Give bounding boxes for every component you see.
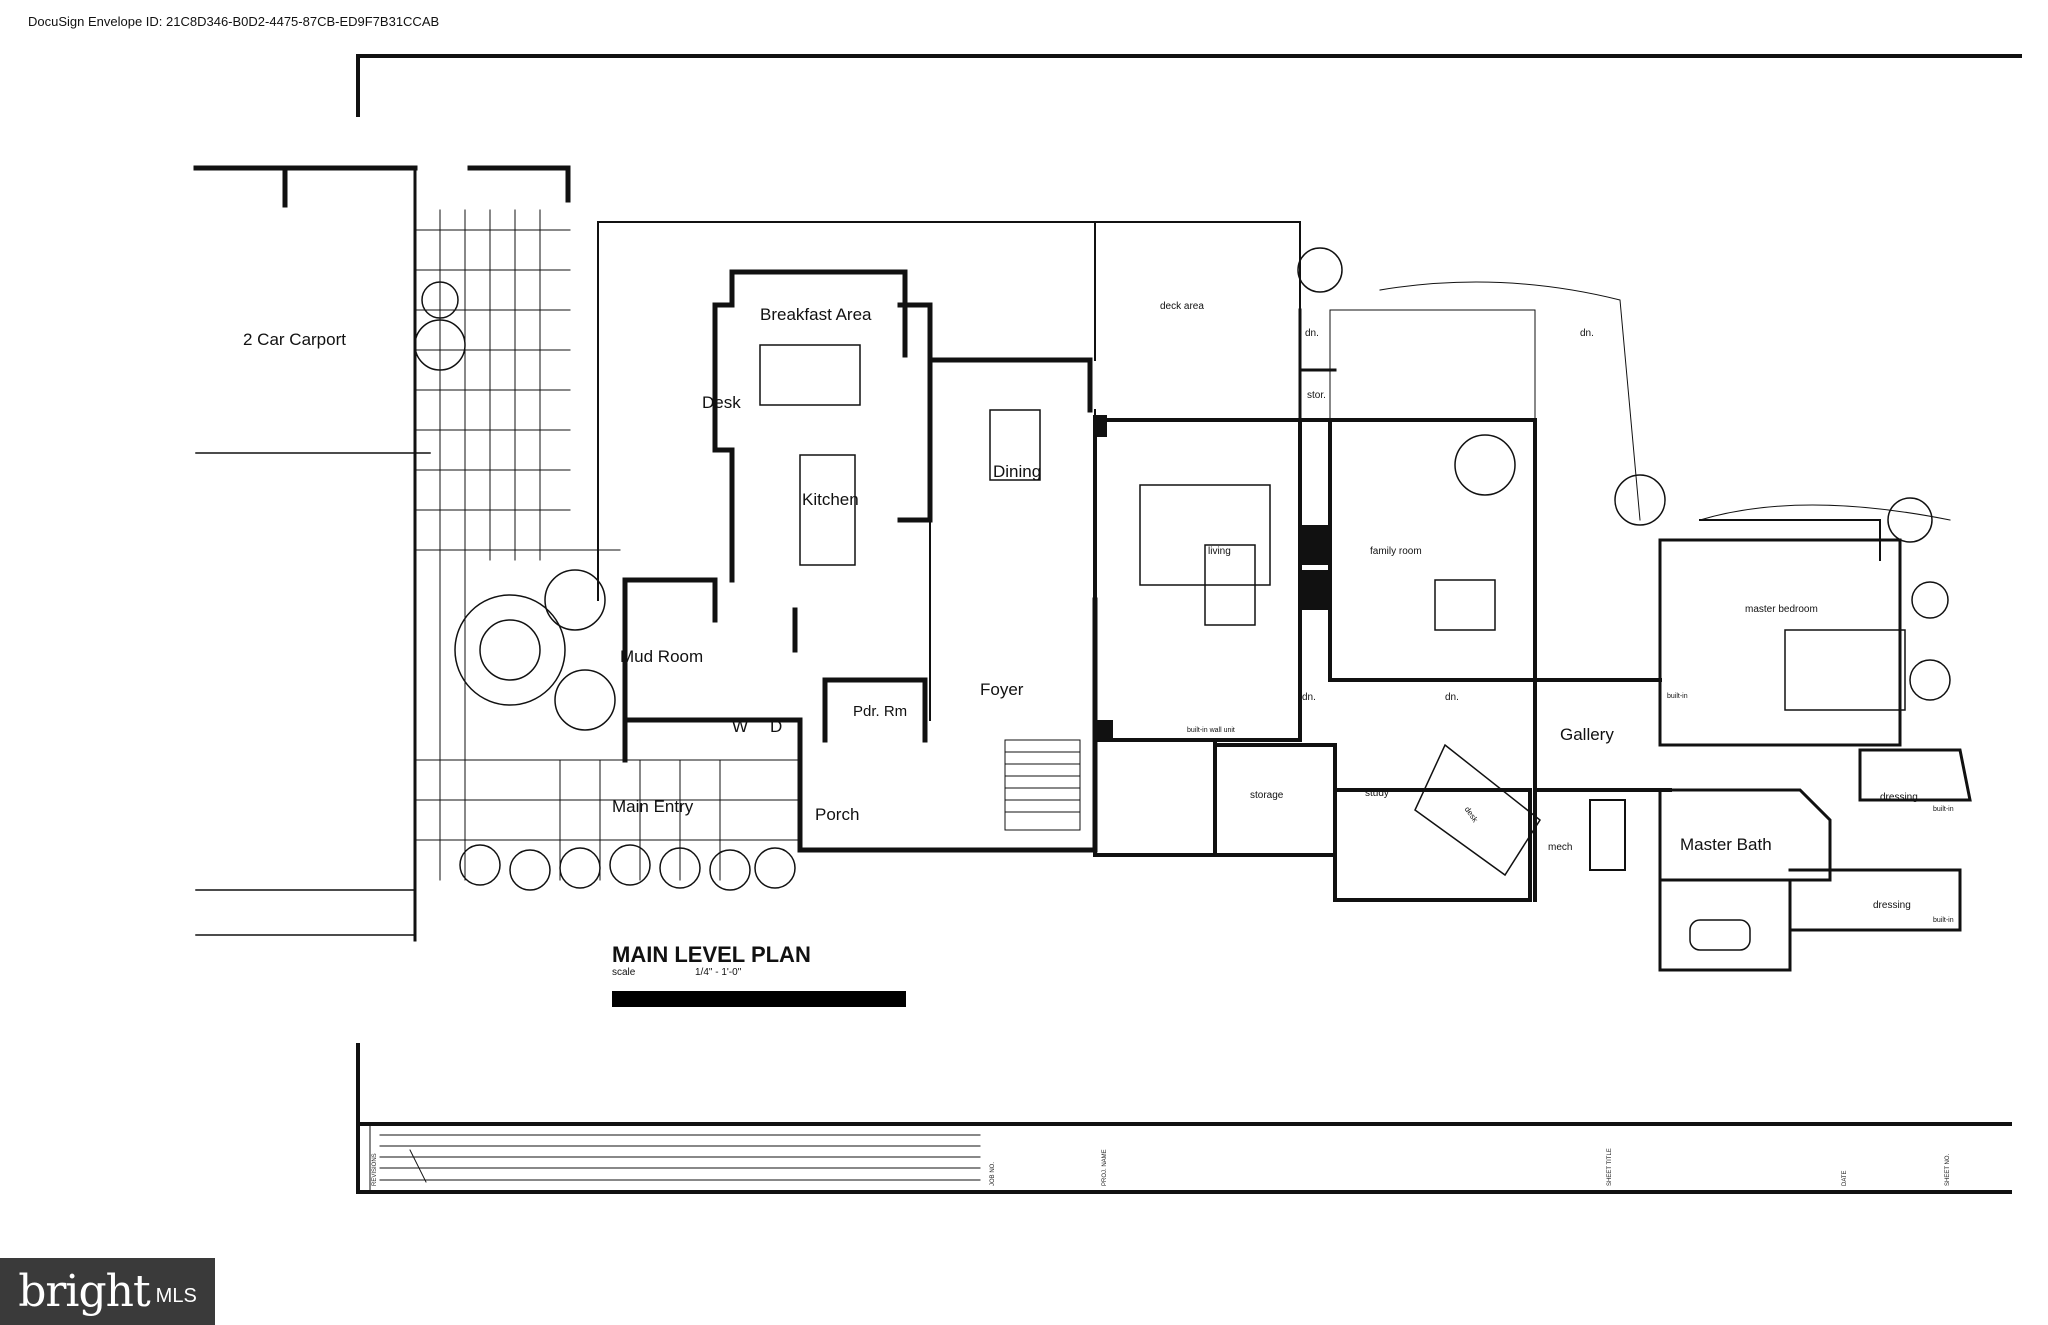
revision-lines [379,1134,981,1181]
title-block-job-no: JOB NO. [990,1161,996,1186]
patio-grid [414,209,801,881]
room-label-study: study [1365,788,1389,799]
carport-walls [193,165,571,208]
study-desk [1414,743,1541,877]
room-label-porch: Porch [815,805,860,824]
study-walls [1213,743,1532,902]
room-label-desk: Desk [702,393,741,412]
room-label-foyer: Foyer [980,680,1024,699]
room-label-master-bedroom: master bedroom [1745,604,1818,615]
powder-walls [792,607,928,743]
master-bedroom-walls [1658,538,1902,747]
chimney [1093,415,1330,740]
room-label-built-in-wall-unit: built-in wall unit [1187,727,1235,734]
deck-outline [1094,221,1301,421]
room-label-main-entry: Main Entry [612,797,694,816]
mls-label: MLS [155,1285,197,1307]
room-label-built-in-1: built-in [1667,693,1688,700]
bright-logo: bright [18,1266,150,1317]
room-label-built-in-2: built-in [1933,806,1954,813]
room-label-living: living [1208,546,1231,557]
mudroom-walls [622,577,803,763]
title-block-sheet-title: SHEET TITLE [1607,1148,1613,1186]
plan-title: MAIN LEVEL PLAN [612,942,811,967]
envelope-id: DocuSign Envelope ID: 21C8D346-B0D2-4475… [28,14,440,29]
dressing-1 [1858,748,1972,802]
redaction-bar [612,991,906,1007]
room-label-washer: W [732,717,749,736]
room-label-dn-1: dn. [1305,328,1319,339]
room-label-breakfast: Breakfast Area [760,305,872,324]
breakfast-walls [712,269,908,583]
room-label-dining: Dining [993,462,1042,481]
room-label-built-in-3: built-in [1933,917,1954,924]
title-block-proj-name: PROJ. NAME [1102,1149,1108,1186]
room-label-dryer: D [770,717,783,736]
title-block-date: DATE [1842,1170,1848,1186]
gallery-walls [1533,678,1672,902]
room-label-powder: Pdr. Rm [853,703,908,720]
dressing-2 [1788,868,1962,932]
room-label-dressing-2: dressing [1873,900,1911,911]
room-label-deck-area: deck area [1160,301,1204,312]
room-label-dn-4: dn. [1445,692,1459,703]
room-label-family-room: family room [1370,546,1422,557]
stairs [1004,739,1081,831]
room-label-dressing-1: dressing [1880,792,1918,803]
plantings [414,247,1951,891]
room-label-master-bath: Master Bath [1680,835,1772,854]
sheet-border-top [356,54,2022,117]
scale-label: scale [612,967,636,978]
bright-mls-watermark: bright MLS [0,1258,215,1325]
room-label-stor: stor. [1307,390,1326,401]
title-block-sheet-no: SHEET NO. [1945,1153,1951,1186]
room-label-gallery: Gallery [1560,725,1614,744]
room-label-dn-2: dn. [1580,328,1594,339]
scale-value: 1/4" - 1'-0" [695,967,742,978]
room-label-storage: storage [1250,790,1284,801]
room-label-mech: mech [1548,842,1573,853]
room-label-carport: 2 Car Carport [243,330,346,349]
title-block-rules [356,1122,2012,1194]
room-label-mud-room: Mud Room [620,647,704,666]
room-label-kitchen: Kitchen [802,490,859,509]
room-label-dn-3: dn. [1302,692,1316,703]
master-bath-walls [1658,788,1832,882]
title-block-revisions: REVISIONS [372,1153,378,1186]
